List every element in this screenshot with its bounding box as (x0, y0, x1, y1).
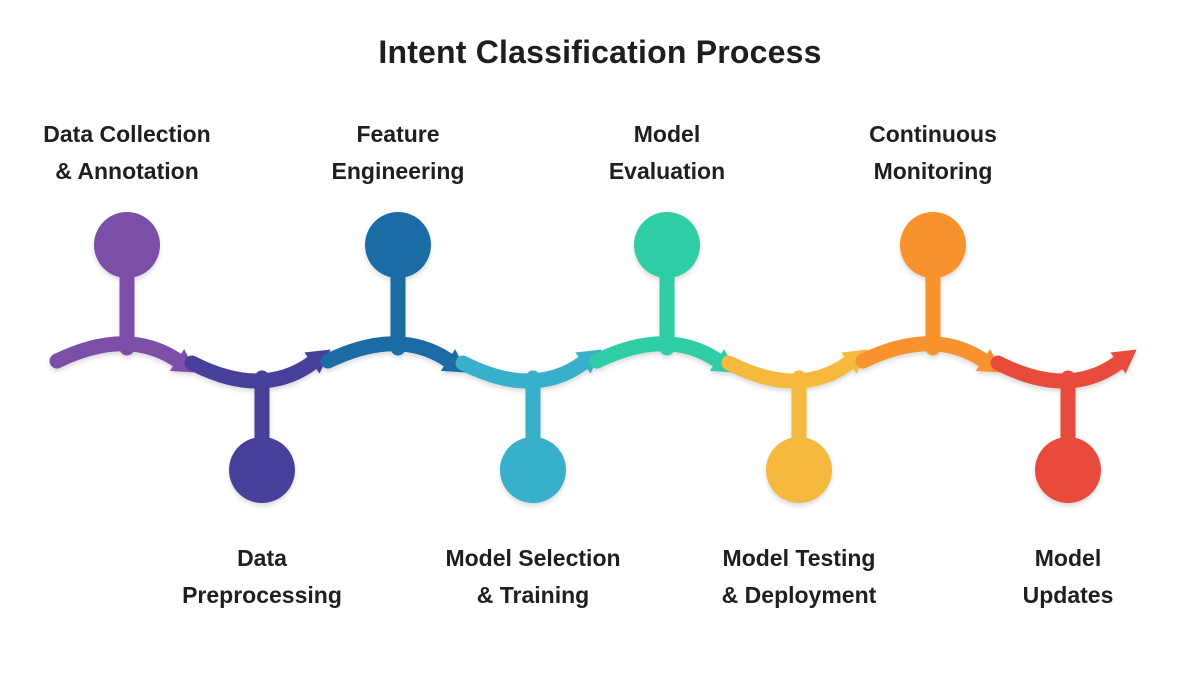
stage-node-circle (900, 212, 966, 278)
stage-label-model-testing-deployment: Model Testing & Deployment (649, 540, 949, 614)
flow-arc (721, 355, 857, 389)
stage-label-line: Model Testing (722, 545, 876, 571)
stage-label-line: Model Selection (445, 545, 621, 571)
stage-model-selection-training-graphic (455, 349, 602, 503)
stage-label-line: & Deployment (721, 582, 877, 608)
flow-arc (855, 336, 991, 369)
stage-node-circle (500, 437, 566, 503)
stage-model-updates-graphic (990, 349, 1137, 503)
stage-data-collection-annotation-graphic (49, 212, 197, 373)
stage-label-line: Updates (1022, 582, 1114, 608)
stage-label-line: Engineering (331, 158, 465, 184)
flow-arc (320, 336, 456, 369)
stage-label-data-collection-annotation: Data Collection & Annotation (0, 116, 277, 190)
stage-label-line: Model (633, 121, 701, 147)
stage-label-line: Monitoring (873, 158, 993, 184)
flow-arc (990, 355, 1126, 389)
stage-node-circle (1035, 437, 1101, 503)
stage-label-line: Evaluation (608, 158, 726, 184)
flow-arc (589, 336, 725, 369)
stage-model-testing-deployment-graphic (721, 349, 868, 503)
arrowhead-icon (1110, 349, 1137, 374)
stage-continuous-monitoring-graphic (855, 212, 1003, 373)
stage-model-evaluation-graphic (589, 212, 737, 373)
stage-label-line: & Annotation (55, 158, 199, 184)
stage-label-line: Feature (356, 121, 440, 147)
stage-data-preprocessing-graphic (184, 349, 331, 503)
stage-node-circle (634, 212, 700, 278)
stage-label-line: & Training (476, 582, 590, 608)
stage-label-model-selection-training: Model Selection & Training (383, 540, 683, 614)
stage-node-circle (365, 212, 431, 278)
flow-arc (49, 336, 185, 369)
page-title: Intent Classification Process (378, 34, 822, 70)
stage-node-circle (94, 212, 160, 278)
stage-node-circle (766, 437, 832, 503)
stage-label-line: Continuous (869, 121, 997, 147)
stage-feature-engineering-graphic (320, 212, 468, 373)
flow-arc (455, 355, 591, 389)
stage-label-line: Data Collection (43, 121, 211, 147)
stage-label-line: Data (237, 545, 287, 571)
stage-node-circle (229, 437, 295, 503)
flow-arc (184, 355, 320, 389)
stage-label-line: Preprocessing (182, 582, 342, 608)
stage-label-line: Model (1034, 545, 1102, 571)
